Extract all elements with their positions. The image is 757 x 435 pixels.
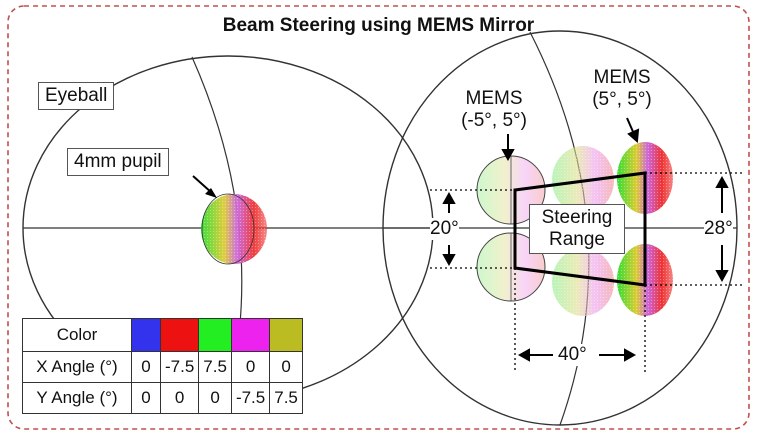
legend-cell: -7.5 [159,351,200,383]
legend-header-y: Y Angle (°) [22,382,132,414]
swatch-red [161,319,199,351]
legend-row-x: X Angle (°) 0 -7.5 7.5 0 0 [22,351,303,383]
legend-cell: 7.5 [269,382,303,414]
legend-cell: 7.5 [198,351,232,383]
dimension-arrows [442,175,729,362]
legend-cell: 0 [131,351,161,383]
pupil-label: 4mm pupil [67,148,169,176]
legend-cell: 0 [230,351,271,383]
legend-cell: 0 [269,351,303,383]
mems-right-line2: (5°, 5°) [592,89,652,110]
diagram-title: Beam Steering using MEMS Mirror [222,15,535,36]
swatch-blue [132,319,160,351]
left-pupil-spot [201,193,267,265]
steering-line2: Range [549,229,605,250]
swatch-olive [270,319,302,351]
mems-right-line1: MEMS [593,67,651,88]
mems-left-label: MEMS (-5°, 5°) [446,88,542,132]
pupil-arrow [192,175,217,198]
angle-40-label: 40° [558,344,587,366]
legend-row-y: Y Angle (°) 0 0 0 -7.5 7.5 [22,382,303,414]
angle-20-label: 20° [430,218,459,240]
steering-range-label: Steering Range [529,204,625,254]
steering-line1: Steering [541,207,613,228]
legend-header-x: X Angle (°) [22,351,132,383]
legend-cell: -7.5 [230,382,271,414]
right-spots [476,142,673,316]
dashed-frame [7,5,750,430]
legend-swatch [198,318,232,352]
color-legend-table: Color X Angle (°) 0 -7.5 7.5 0 0 Y Angle… [22,318,303,414]
mems-right-label: MEMS (5°, 5°) [574,67,670,111]
mems-arrows [501,117,640,162]
mems-left-line1: MEMS [465,88,523,109]
legend-swatch [230,318,271,352]
legend-row-color: Color [22,318,303,352]
mems-left-line2: (-5°, 5°) [461,110,527,131]
legend-cell: 0 [159,382,200,414]
legend-cell: 0 [198,382,232,414]
angle-28-label: 28° [704,218,733,240]
eyeball-label: Eyeball [38,82,115,110]
legend-cell: 0 [131,382,161,414]
legend-swatch [159,318,200,352]
guide-lines [430,172,742,372]
swatch-green [199,319,231,351]
swatch-magenta [231,319,270,351]
legend-swatch [131,318,161,352]
legend-swatch [269,318,303,352]
legend-header-color: Color [22,318,132,352]
